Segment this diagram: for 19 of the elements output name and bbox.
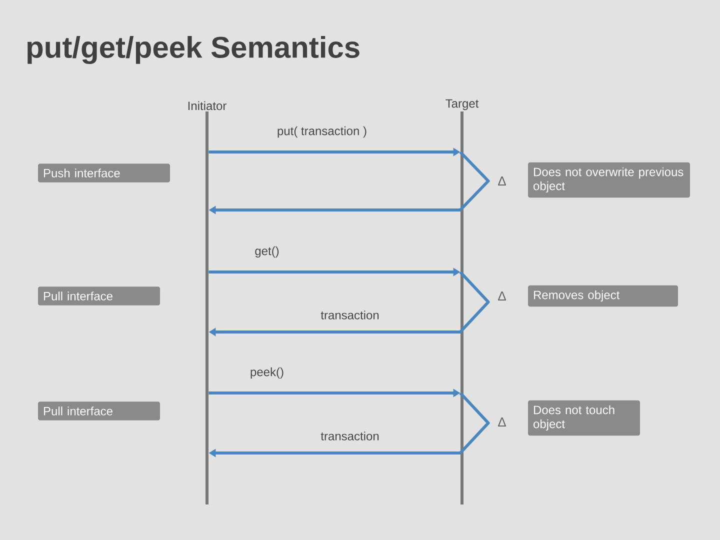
delta-symbol: Δ [498,292,506,300]
interface-box: Does not overwrite previous object [528,162,690,198]
interface-box: Pull interface [38,286,160,306]
edge-label: transaction [320,432,379,440]
edge-label: get() [255,246,279,258]
delta-symbol: Δ [498,176,506,186]
lifeline: Target [446,99,479,504]
edge-label: put( transaction ) [278,126,366,138]
edge-label: transaction [320,310,379,320]
node-label: Target [446,99,479,110]
interface-box: Removes object [528,285,678,307]
lifeline: Initiator [188,101,226,504]
delta-symbol: Δ [498,418,506,426]
edge-label: peek() [250,367,284,379]
interface-box: Push interface [38,164,170,182]
node-label: Initiator [188,101,226,110]
slide-title: put/get/peek Semantics [28,36,360,64]
interface-box: Pull interface [38,402,160,420]
interface-box: Does not touch object [528,400,640,436]
